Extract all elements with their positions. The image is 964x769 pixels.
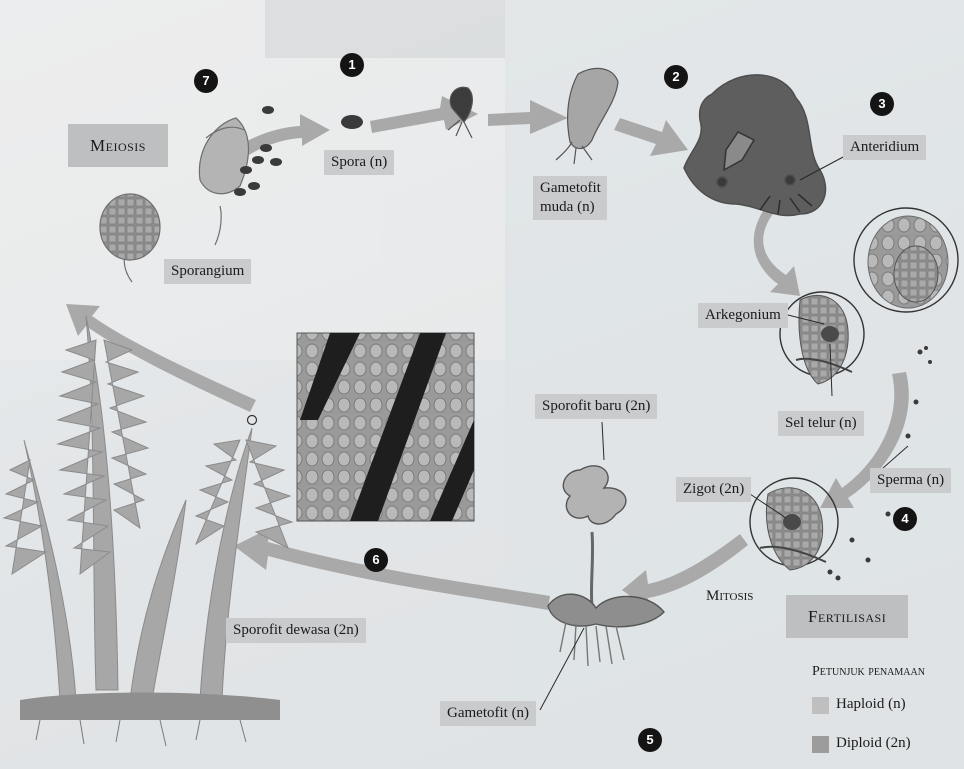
mitosis-label: Mitosis <box>706 588 753 605</box>
zigot-label: Zigot (2n) <box>676 477 751 502</box>
antheridium-illustration <box>854 208 958 312</box>
legend-title: Petunjuk penamaan <box>812 664 925 680</box>
sporangium-label: Sporangium <box>164 259 251 284</box>
sperma-label: Sperma (n) <box>870 468 951 493</box>
stage-number-5: 5 <box>638 728 662 752</box>
stage-number-3: 3 <box>870 92 894 116</box>
legend-swatch-haploid <box>812 697 829 714</box>
meiosis-label: Meiosis <box>68 124 168 167</box>
legend-label-diploid: Diploid (2n) <box>836 735 911 752</box>
stage-number-1: 1 <box>340 53 364 77</box>
stage-number-6: 6 <box>364 548 388 572</box>
sporofit-baru-label: Sporofit baru (2n) <box>535 394 657 419</box>
fertilisasi-label: Fertilisasi <box>786 595 908 638</box>
adult-sporophyte-illustration <box>4 316 292 746</box>
stage-number-4: 4 <box>893 507 917 531</box>
gametofit-label: Gametofit (n) <box>440 701 536 726</box>
stage-number-7: 7 <box>194 69 218 93</box>
legend-swatch-diploid <box>812 736 829 753</box>
arkegonium-label: Arkegonium <box>698 303 788 328</box>
sporofit-dewasa-label: Sporofit dewasa (2n) <box>226 618 366 643</box>
legend-label-haploid: Haploid (n) <box>836 696 906 713</box>
sel-telur-label: Sel telur (n) <box>778 411 864 436</box>
stage-number-2: 2 <box>664 65 688 89</box>
sori-detail-inset <box>297 333 474 521</box>
spora-label: Spora (n) <box>324 150 394 175</box>
anteridium-label: Anteridium <box>843 135 926 160</box>
gametofit-muda-label: Gametofit muda (n) <box>533 176 607 220</box>
